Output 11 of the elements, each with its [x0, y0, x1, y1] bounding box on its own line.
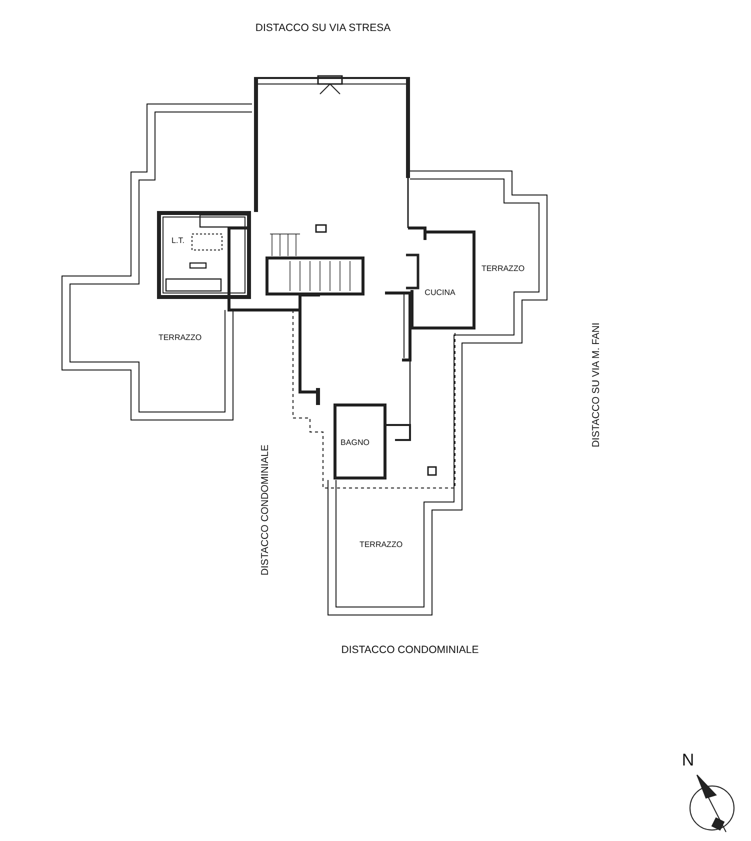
boundary-label: DISTACCO SU VIA M. FANI — [592, 322, 602, 448]
room-label: L.T. — [172, 237, 184, 245]
room-label: CUCINA — [424, 289, 456, 297]
room-label: BAGNO — [340, 439, 370, 447]
room-label: TERRAZZO — [158, 334, 202, 342]
north-label: N — [682, 752, 694, 768]
boundary-label: DISTACCO CONDOMINIALE — [261, 444, 271, 576]
room-label: TERRAZZO — [481, 265, 525, 273]
room-label: TERRAZZO — [359, 541, 403, 549]
boundary-label: DISTACCO SU VIA STRESA — [255, 22, 391, 34]
boundary-label: DISTACCO CONDOMINIALE — [341, 644, 479, 656]
